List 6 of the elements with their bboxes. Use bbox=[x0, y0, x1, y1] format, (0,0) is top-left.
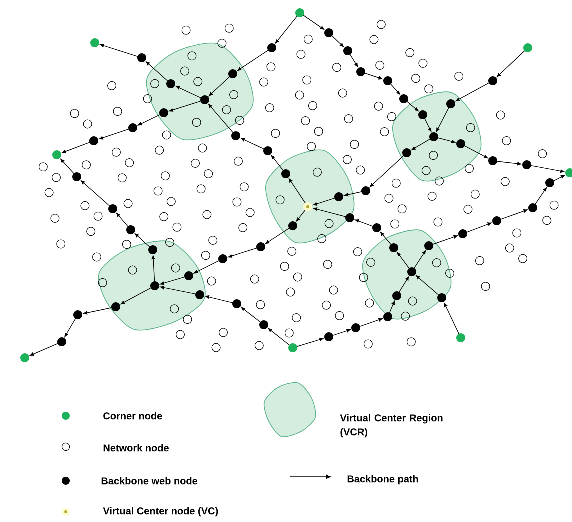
legend-label: Network node bbox=[104, 444, 169, 452]
legend-label: Virtual Center node (VC) bbox=[103, 507, 218, 517]
legend-label: Virtual Center Region (VCR) bbox=[340, 414, 443, 438]
legend-label: Corner node bbox=[104, 412, 162, 420]
legend-label: Backbone path bbox=[348, 475, 418, 485]
legend-label: Backbone web node bbox=[102, 477, 198, 485]
